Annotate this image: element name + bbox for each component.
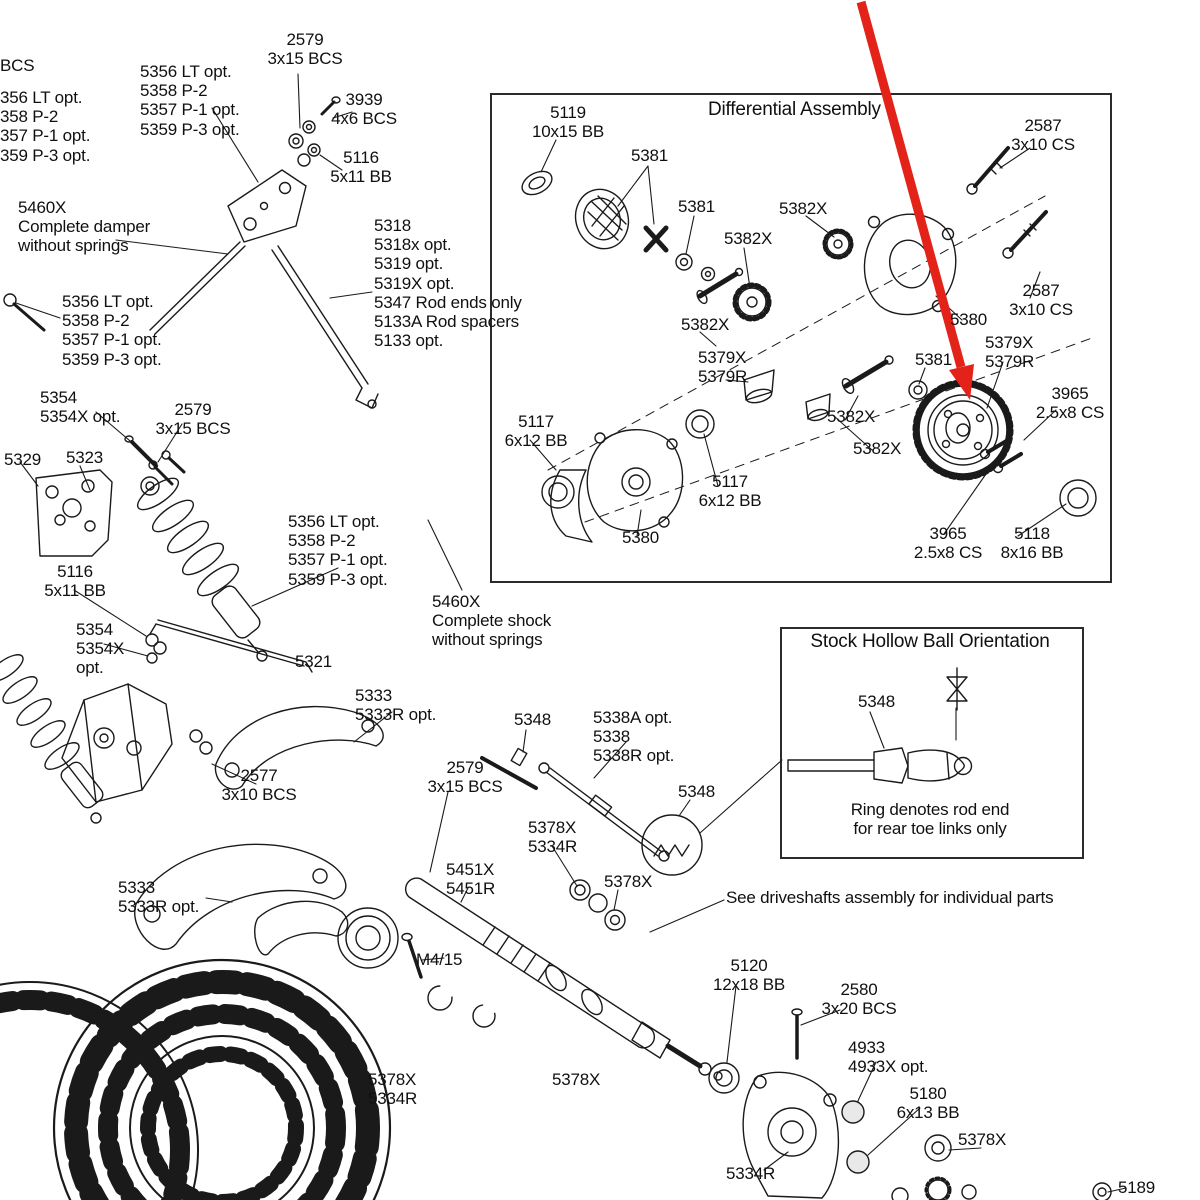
part-label: 5348 <box>678 782 716 801</box>
part-label: 5378X <box>604 872 653 891</box>
part-label: M4/15 <box>416 950 463 969</box>
part-label: 5116 5x11 BB <box>330 148 392 187</box>
part-label: 3965 2.5x8 CS <box>1035 384 1105 423</box>
part-label: 2577 3x10 BCS <box>221 766 297 805</box>
differential-assembly-title: Differential Assembly <box>708 99 881 120</box>
part-label: 5378X 5334R <box>528 818 578 857</box>
part-label: 5379X 5379R <box>698 348 748 387</box>
part-label: 5118 8x16 BB <box>1000 524 1064 563</box>
part-label: 2579 3x15 BCS <box>155 400 231 439</box>
part-label: 5379X 5379R <box>985 333 1035 372</box>
driveshafts-note: See driveshafts assembly for individual … <box>726 888 1054 907</box>
part-label: 5382X <box>853 439 902 458</box>
part-label: 5333 5333R opt. <box>118 878 200 917</box>
part-label: BCS <box>0 56 35 75</box>
part-label: 5460X Complete damper without springs <box>18 198 151 256</box>
part-label: 5120 12x18 BB <box>712 956 786 995</box>
part-label: 2587 3x10 CS <box>1011 116 1075 155</box>
part-label: 5117 6x12 BB <box>698 472 762 511</box>
part-label: 5381 <box>678 197 716 216</box>
part-label: 2580 3x20 BCS <box>821 980 897 1019</box>
part-label: 5381 <box>915 350 953 369</box>
part-label: 2579 3x15 BCS <box>427 758 503 797</box>
part-label: 5119 10x15 BB <box>531 103 605 142</box>
part-label: 5356 LT opt. 5358 P-2 5357 P-1 opt. 5359… <box>140 62 240 139</box>
part-label: 5117 6x12 BB <box>504 412 568 451</box>
hollow-ball-caption: Ring denotes rod end for rear toe links … <box>850 800 1010 839</box>
part-label: 5378X <box>958 1130 1007 1149</box>
part-label: 5323 <box>66 448 104 467</box>
part-label: 5348 <box>858 692 896 711</box>
part-label: 5382X <box>779 199 828 218</box>
part-label: 5460X Complete shock without springs <box>432 592 552 650</box>
part-label: 5180 6x13 BB <box>896 1084 960 1123</box>
part-label: 5382X <box>827 407 876 426</box>
part-label: 5189 <box>1118 1178 1156 1197</box>
part-label: 5348 <box>514 710 552 729</box>
part-label: 5318 5318x opt. 5319 opt. 5319X opt. 534… <box>374 216 522 351</box>
part-label: 2587 3x10 CS <box>1009 281 1073 320</box>
part-label: 5356 LT opt. 5358 P-2 5357 P-1 opt. 5359… <box>62 292 162 369</box>
hollow-ball-title: Stock Hollow Ball Orientation <box>810 631 1050 652</box>
part-label: 5354 5354X opt. <box>76 620 125 678</box>
part-label: 5321 <box>295 652 333 671</box>
part-label: 5334R <box>726 1164 776 1183</box>
part-label: 5329 <box>4 450 42 469</box>
part-label: 5381 <box>631 146 669 165</box>
part-label: 3965 2.5x8 CS <box>913 524 983 563</box>
part-label: 5382X <box>724 229 773 248</box>
part-label: 2579 3x15 BCS <box>267 30 343 69</box>
part-label: 5333 5333R opt. <box>355 686 437 725</box>
part-label: 5382X <box>681 315 730 334</box>
part-label: 5380 <box>622 528 660 547</box>
part-label: 5338A opt. 5338 5338R opt. <box>593 708 675 766</box>
part-label: 5116 5x11 BB <box>44 562 106 601</box>
part-label: 5354 5354X opt. <box>40 388 121 427</box>
part-label: 5380 <box>950 310 988 329</box>
part-label: 5378X 5334R <box>368 1070 418 1109</box>
part-label: 5451X 5451R <box>446 860 496 899</box>
part-label: 4933 4933X opt. <box>848 1038 929 1077</box>
part-label: 3939 4x6 BCS <box>331 90 397 129</box>
part-label: 5378X <box>552 1070 601 1089</box>
part-label: 5356 LT opt. 5358 P-2 5357 P-1 opt. 5359… <box>288 512 388 589</box>
part-label: 356 LT opt. 358 P-2 357 P-1 opt. 359 P-3… <box>0 88 91 165</box>
